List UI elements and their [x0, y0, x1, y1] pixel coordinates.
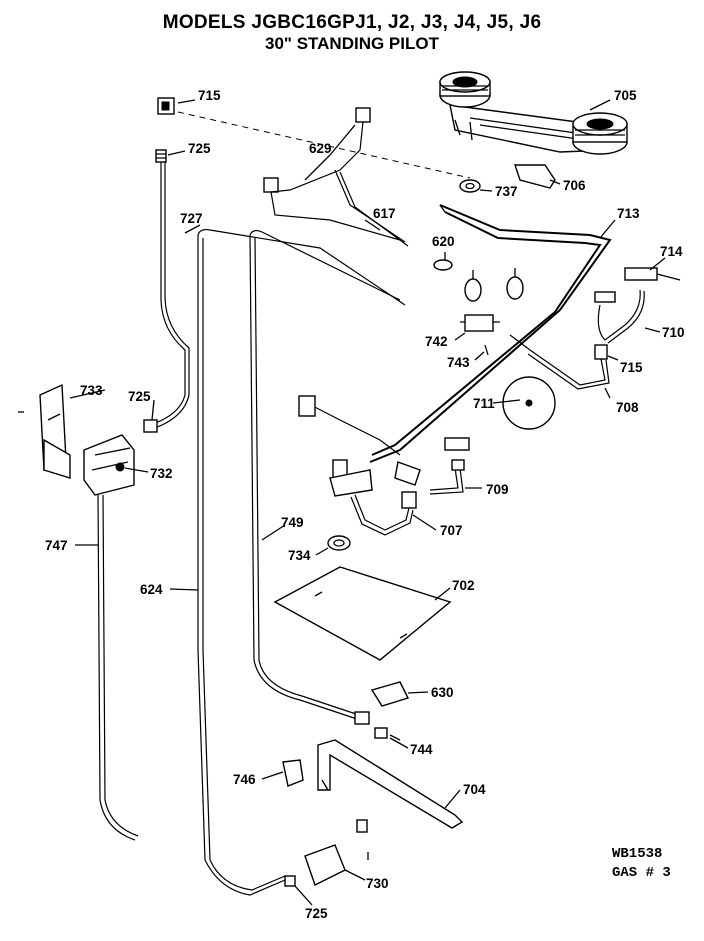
callout-704: 704 — [463, 782, 486, 797]
callout-743: 743 — [447, 355, 470, 370]
tube-709 — [429, 437, 470, 495]
orifice-nut — [459, 179, 481, 193]
pressure-regulator-732 — [83, 434, 135, 496]
callout-715-top: 715 — [198, 88, 221, 103]
callout-705: 705 — [614, 88, 637, 103]
oven-burner-tube — [304, 401, 401, 456]
callout-630: 630 — [431, 685, 454, 700]
tube-710 — [597, 289, 641, 341]
valve-742 — [460, 314, 500, 332]
callout-711: 711 — [473, 396, 495, 411]
callout-725-bottom: 725 — [305, 906, 328, 921]
pipe-747 — [97, 494, 136, 841]
compression-nut-mid — [143, 419, 158, 433]
bushing-734 — [327, 535, 351, 551]
tube-749 — [249, 229, 401, 721]
callout-733: 733 — [80, 383, 103, 398]
callout-747: 747 — [45, 538, 68, 553]
callout-737: 737 — [495, 184, 518, 199]
screw-743 — [484, 344, 489, 356]
gas-sheet-number: GAS # 3 — [612, 865, 671, 881]
callout-629: 629 — [309, 141, 332, 156]
burner-bracket — [514, 164, 556, 189]
diagram-subtitle: 30" STANDING PILOT — [265, 34, 439, 53]
valve-730 — [304, 819, 369, 886]
washer-620 — [433, 259, 453, 271]
oven-burner-704 — [317, 739, 464, 829]
clip-630 — [370, 681, 409, 707]
callout-620: 620 — [432, 234, 455, 249]
burner-cap-711 — [502, 376, 556, 430]
drawing-code: WB1538 — [612, 846, 663, 862]
plate-702 — [273, 566, 452, 661]
callout-714: 714 — [660, 244, 683, 259]
callout-742: 742 — [425, 334, 448, 349]
tube-fitting-top — [157, 97, 175, 115]
callout-725-top: 725 — [188, 141, 211, 156]
callout-732: 732 — [150, 466, 173, 481]
callout-746: 746 — [233, 772, 256, 787]
burner-valve-pair — [464, 268, 524, 302]
valve-714 — [594, 267, 681, 303]
callout-727: 727 — [180, 211, 203, 226]
callout-713: 713 — [617, 206, 640, 221]
manifold-713 — [369, 204, 612, 463]
callout-707: 707 — [440, 523, 463, 538]
callout-730: 730 — [366, 876, 389, 891]
callout-749: 749 — [281, 515, 304, 530]
callout-706: 706 — [563, 178, 586, 193]
callout-624: 624 — [140, 582, 163, 597]
tube-708 — [509, 334, 610, 390]
compression-nut-bottom — [284, 875, 296, 887]
burner-tube-629 — [263, 107, 401, 241]
leader-lines — [69, 99, 666, 906]
fitting-744 — [354, 711, 401, 741]
callout-715-right: 715 — [620, 360, 643, 375]
tube-707 — [350, 461, 421, 536]
callout-744: 744 — [410, 742, 433, 757]
oven-fitting-left — [298, 395, 373, 497]
callout-710: 710 — [662, 325, 685, 340]
top-burner-assembly — [439, 71, 628, 155]
tube-624 — [197, 228, 406, 896]
bracket-733 — [18, 383, 71, 479]
pilot-tube-727 — [149, 162, 186, 426]
callout-617: 617 — [373, 206, 396, 221]
callout-725-mid: 725 — [128, 389, 151, 404]
callout-702: 702 — [452, 578, 475, 593]
compression-nut-top — [155, 149, 167, 163]
callout-709: 709 — [486, 482, 509, 497]
bracket-746 — [282, 759, 304, 787]
callout-708: 708 — [616, 400, 639, 415]
alignment-line — [177, 111, 471, 179]
callout-734: 734 — [288, 548, 311, 563]
diagram-title: MODELS JGBC16GPJ1, J2, J3, J4, J5, J6 — [162, 12, 542, 33]
